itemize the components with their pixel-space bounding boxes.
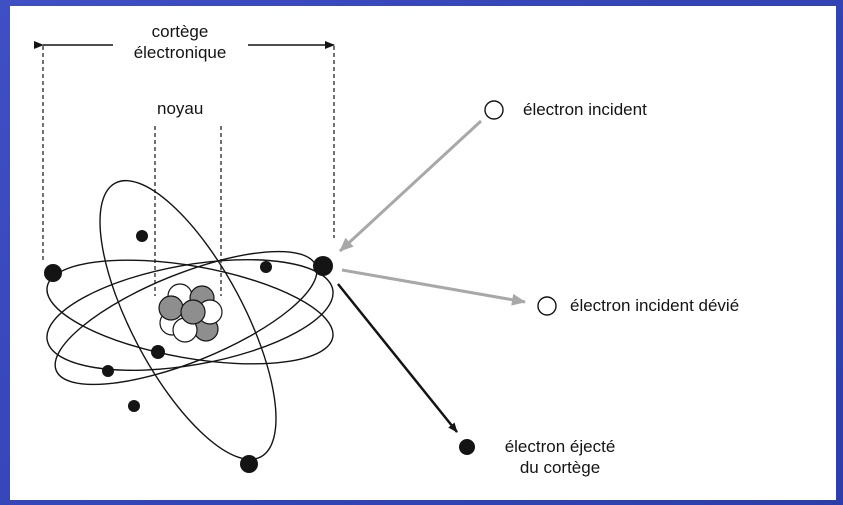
noyau-guides — [154, 126, 222, 296]
nucleus — [158, 283, 223, 343]
deflected-electron-label: électron incident dévié — [570, 296, 740, 315]
cortege-label: cortège électronique — [110, 21, 250, 63]
noyau-label: noyau — [157, 99, 204, 118]
diagram-panel — [10, 6, 836, 500]
incident-electron-label: électron incident — [523, 100, 647, 119]
cortege-label-line2: électronique — [133, 43, 227, 62]
ejected-label-line1: électron éjecté — [504, 437, 616, 456]
ejected-label-line2: du cortège — [519, 458, 601, 477]
ejected-path — [337, 283, 458, 433]
ejected-electron-label: électron éjecté du cortège — [490, 436, 630, 478]
orbit-electrons — [44, 230, 333, 473]
incident-path — [338, 119, 526, 306]
cortege-dimension — [34, 41, 335, 262]
ejected-electron — [459, 439, 475, 455]
deflected-electron — [537, 296, 557, 316]
incident-electron — [484, 100, 504, 120]
cortege-label-line1: cortège — [151, 22, 209, 41]
